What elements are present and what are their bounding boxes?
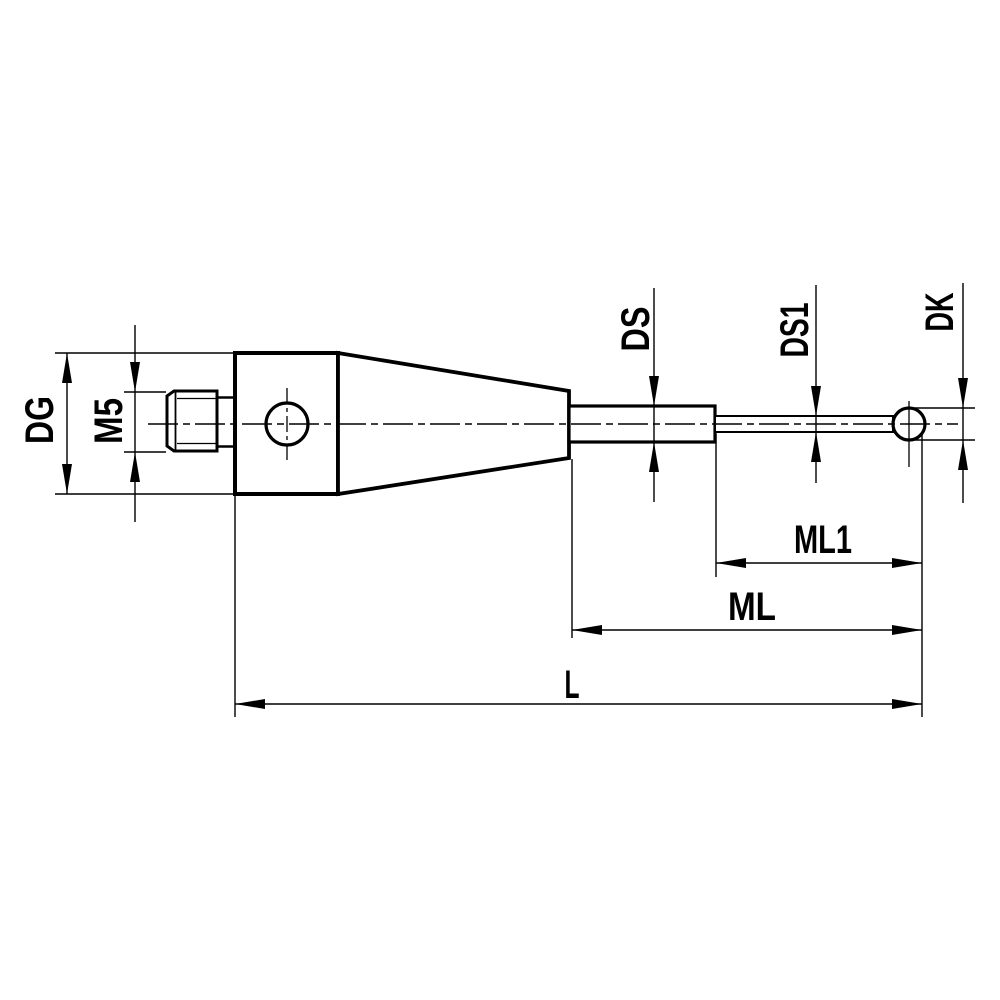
l-arrow-right: [892, 699, 922, 709]
ml1-label: ML1: [794, 518, 852, 562]
l-arrow-left: [235, 699, 265, 709]
ds-arrow-up: [649, 442, 659, 472]
ds1-arrow-up: [811, 432, 821, 462]
dg-extension-lines: [55, 352, 235, 495]
l-label: L: [565, 663, 580, 707]
m5-extension-lines: [124, 391, 166, 453]
ml1-arrow-left: [716, 558, 746, 568]
ds1-arrow-down: [811, 386, 821, 416]
dim-dk: DK: [905, 283, 975, 503]
dim-l: L: [234, 496, 922, 717]
ds1-label: DS1: [773, 303, 817, 358]
ds-label: DS: [614, 307, 658, 352]
centerlines: [148, 388, 958, 467]
dk-arrow-down: [958, 378, 968, 408]
ml1-arrow-right: [892, 558, 922, 568]
ml-arrow-left: [572, 625, 602, 635]
ml-arrow-right: [892, 625, 922, 635]
dimensions: DG M5 DS DS1 D: [18, 283, 975, 717]
dg-arrow-up: [62, 353, 72, 383]
dim-dg: DG: [18, 352, 235, 495]
m5-arrow-down: [130, 362, 140, 392]
dim-ds: DS: [614, 288, 659, 502]
dim-m5: M5: [87, 325, 166, 522]
dk-arrow-up: [958, 440, 968, 470]
thread-stub-outline: [165, 389, 219, 453]
dg-label: DG: [18, 396, 62, 444]
neck-outline: [217, 396, 236, 448]
dim-ds1: DS1: [773, 285, 821, 483]
dk-label: DK: [918, 292, 962, 331]
dg-arrow-down: [62, 464, 72, 494]
m5-label: M5: [87, 398, 131, 444]
dim-ml: ML: [571, 459, 922, 638]
dim-ml1: ML1: [715, 434, 922, 577]
m5-arrow-up: [130, 452, 140, 482]
ml-label: ML: [728, 585, 776, 629]
ds-arrow-down: [649, 376, 659, 406]
